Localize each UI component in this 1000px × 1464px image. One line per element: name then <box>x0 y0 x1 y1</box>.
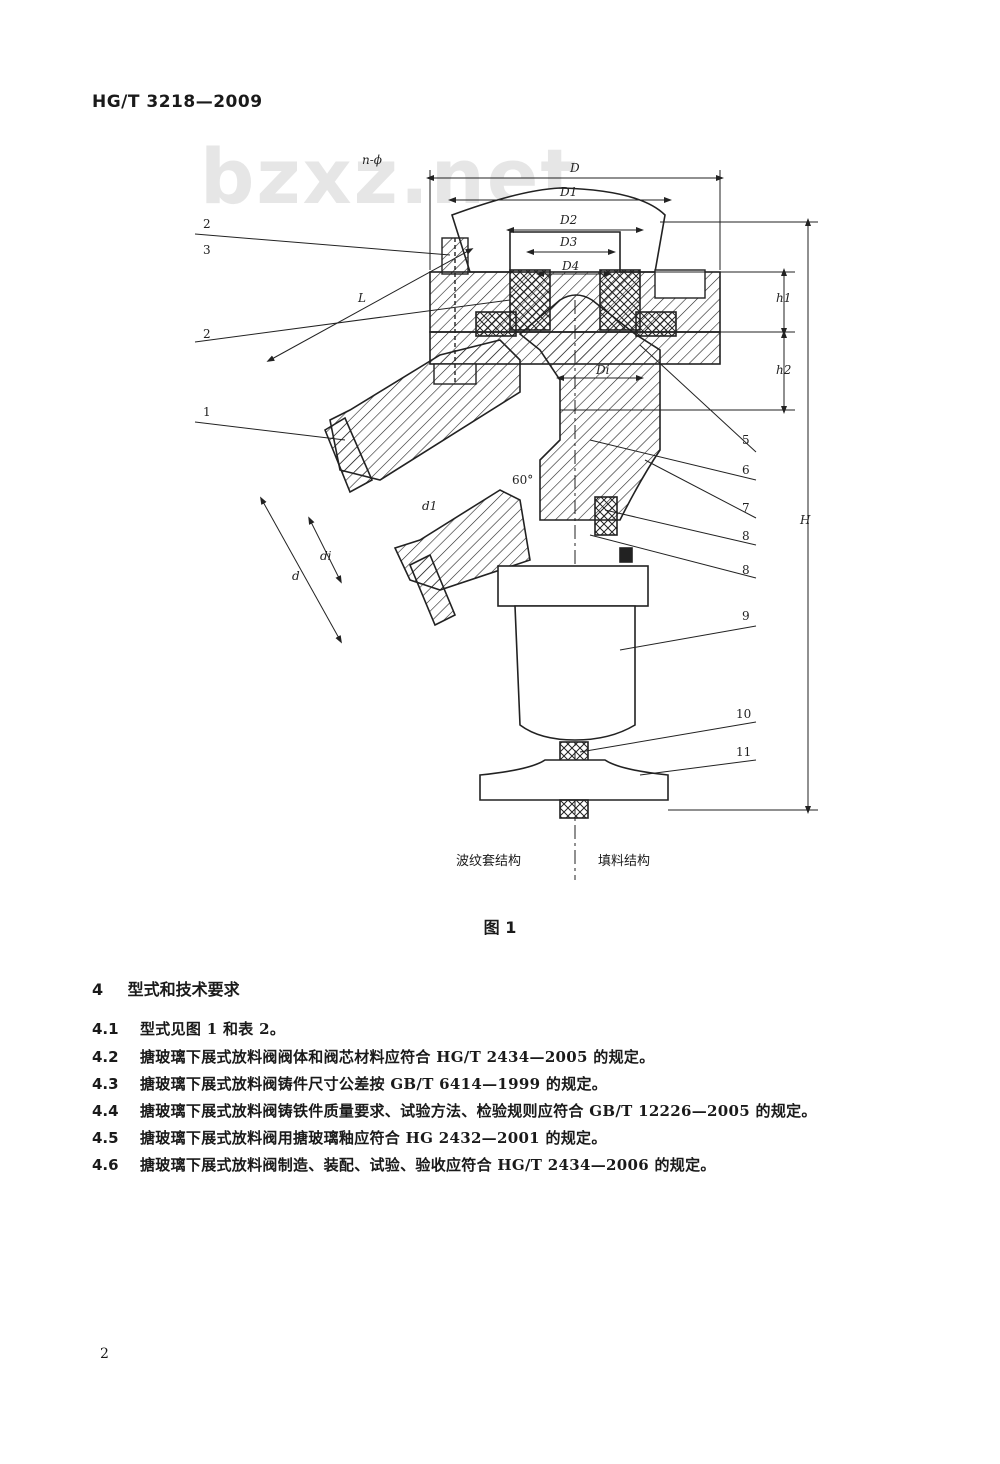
clause-4-3: 4.3 搪玻璃下展式放料阀铸件尺寸公差按 GB/T 6414—1999 的规定。 <box>92 1073 607 1094</box>
section-title: 型式和技术要求 <box>127 980 240 999</box>
clause-number: 4.4 <box>92 1102 119 1120</box>
dimension-lines <box>260 170 818 814</box>
callout-1: 1 <box>203 405 211 419</box>
left-structure-label: 波纹套结构 <box>456 854 522 869</box>
page-number: 2 <box>100 1346 109 1362</box>
label-di: di <box>320 549 332 563</box>
callout-10: 10 <box>736 707 751 721</box>
callout-6: 6 <box>742 463 750 477</box>
clause-text: 搪玻璃下展式放料阀铸件尺寸公差按 GB/T 6414—1999 的规定。 <box>140 1075 608 1093</box>
drawing-text: D D1 D2 D3 D4 Di n-ϕ L h1 h2 H d di d1 6… <box>203 153 811 759</box>
clause-4-2: 4.2 搪玻璃下展式放料阀阀体和阀芯材料应符合 HG/T 2434—2005 的规… <box>92 1046 655 1067</box>
label-h2: h2 <box>776 363 791 377</box>
valve-drawing: D D1 D2 D3 D4 Di n-ϕ L h1 h2 H d di d1 6… <box>194 153 818 880</box>
clause-text: 型式见图 1 和表 2。 <box>140 1020 286 1038</box>
clause-text: 搪玻璃下展式放料阀铸铁件质量要求、试验方法、检验规则应符合 GB/T 12226… <box>140 1102 817 1120</box>
label-d: d <box>292 569 300 583</box>
section-heading: 4 型式和技术要求 <box>92 976 240 1000</box>
callout-8a: 8 <box>742 529 750 543</box>
right-structure-label: 填料结构 <box>598 854 651 869</box>
valve-body <box>324 294 661 880</box>
label-D: D <box>569 161 580 175</box>
section-number: 4 <box>92 980 104 999</box>
callout-3: 3 <box>203 243 211 257</box>
leader-lines <box>194 233 757 776</box>
callout-4: 2 <box>203 217 211 231</box>
label-n-phi: n-ϕ <box>362 153 382 167</box>
clause-4-5: 4.5 搪玻璃下展式放料阀用搪玻璃釉应符合 HG 2432—2001 的规定。 <box>92 1127 607 1148</box>
figure-caption: 图 1 <box>483 918 517 937</box>
callout-2: 2 <box>203 327 211 341</box>
label-angle: 60° <box>512 473 533 487</box>
clause-number: 4.3 <box>92 1075 119 1093</box>
clause-text: 搪玻璃下展式放料阀制造、装配、试验、验收应符合 HG/T 2434—2006 的… <box>140 1156 716 1174</box>
callout-11: 11 <box>736 745 751 759</box>
actuator <box>479 496 669 819</box>
label-D3: D3 <box>559 235 578 249</box>
label-D1: D1 <box>559 185 577 199</box>
clause-4-6: 4.6 搪玻璃下展式放料阀制造、装配、试验、验收应符合 HG/T 2434—200… <box>92 1154 716 1175</box>
clause-4-4: 4.4 搪玻璃下展式放料阀铸铁件质量要求、试验方法、检验规则应符合 GB/T 12… <box>92 1100 817 1121</box>
label-h1: h1 <box>776 291 791 305</box>
clause-number: 4.2 <box>92 1048 119 1066</box>
clause-number: 4.5 <box>92 1129 119 1147</box>
clause-text: 搪玻璃下展式放料阀用搪玻璃釉应符合 HG 2432—2001 的规定。 <box>140 1129 607 1147</box>
label-D4: D4 <box>561 259 579 273</box>
label-Di: Di <box>595 363 610 377</box>
callout-9: 9 <box>742 609 750 623</box>
clause-number: 4.1 <box>92 1020 119 1038</box>
clause-text: 搪玻璃下展式放料阀阀体和阀芯材料应符合 HG/T 2434—2005 的规定。 <box>140 1048 655 1066</box>
standard-number: HG/T 3218—2009 <box>92 92 263 112</box>
callout-5: 5 <box>742 433 750 447</box>
label-d1: d1 <box>422 499 437 513</box>
callout-8b: 8 <box>742 563 750 577</box>
clause-4-1: 4.1 型式见图 1 和表 2。 <box>92 1018 285 1039</box>
label-L: L <box>357 291 366 305</box>
clause-number: 4.6 <box>92 1156 119 1174</box>
callout-7: 7 <box>742 501 750 515</box>
label-D2: D2 <box>559 213 577 227</box>
label-H: H <box>799 513 811 527</box>
